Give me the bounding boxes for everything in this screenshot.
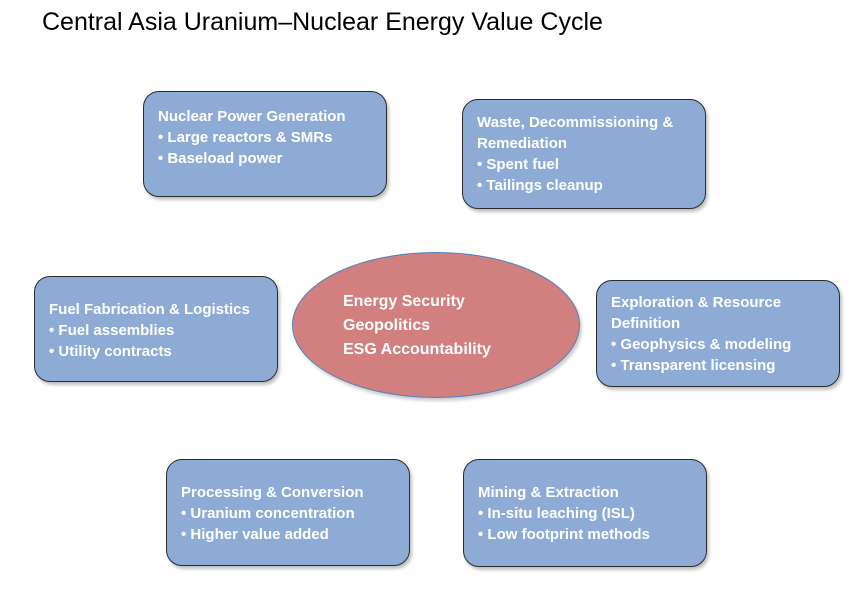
diagram-title: Central Asia Uranium–Nuclear Energy Valu…: [42, 8, 603, 36]
box-heading: Nuclear Power Generation: [158, 108, 346, 125]
box-nuclear-power-generation: Nuclear Power Generation • Large reactor…: [143, 91, 387, 197]
box-bullet: • Transparent licensing: [611, 357, 776, 374]
center-line: Energy Security: [343, 293, 465, 310]
box-bullet: • Fuel assemblies: [49, 322, 175, 339]
box-bullet: • Higher value added: [181, 526, 329, 543]
box-bullet: • Low footprint methods: [478, 526, 650, 543]
box-bullet: • Tailings cleanup: [477, 177, 603, 194]
box-bullet: • Large reactors & SMRs: [158, 129, 333, 146]
box-mining-extraction: Mining & Extraction • In-situ leaching (…: [463, 459, 707, 567]
center-line: ESG Accountability: [343, 341, 491, 358]
box-heading: Waste, Decommissioning &: [477, 114, 674, 131]
box-bullet: • Baseload power: [158, 150, 283, 167]
box-fuel-fabrication: Fuel Fabrication & Logistics • Fuel asse…: [34, 276, 278, 382]
box-waste-decommissioning: Waste, Decommissioning & Remediation • S…: [462, 99, 706, 209]
box-heading: Mining & Extraction: [478, 484, 619, 501]
box-bullet: • Spent fuel: [477, 156, 559, 173]
box-heading: Remediation: [477, 135, 568, 152]
box-bullet: • Geophysics & modeling: [611, 336, 792, 353]
box-bullet: • In-situ leaching (ISL): [478, 505, 635, 522]
center-line: Geopolitics: [343, 317, 431, 334]
box-heading: Fuel Fabrication & Logistics: [49, 301, 250, 318]
box-exploration: Exploration & Resource Definition • Geop…: [596, 280, 840, 387]
box-bullet: • Uranium concentration: [181, 505, 355, 522]
box-heading: Exploration & Resource: [611, 294, 782, 311]
box-processing-conversion: Processing & Conversion • Uranium concen…: [166, 459, 410, 566]
box-heading: Processing & Conversion: [181, 484, 364, 501]
box-bullet: • Utility contracts: [49, 343, 172, 360]
box-heading: Definition: [611, 315, 681, 332]
center-ellipse: Energy Security Geopolitics ESG Accounta…: [292, 252, 580, 398]
